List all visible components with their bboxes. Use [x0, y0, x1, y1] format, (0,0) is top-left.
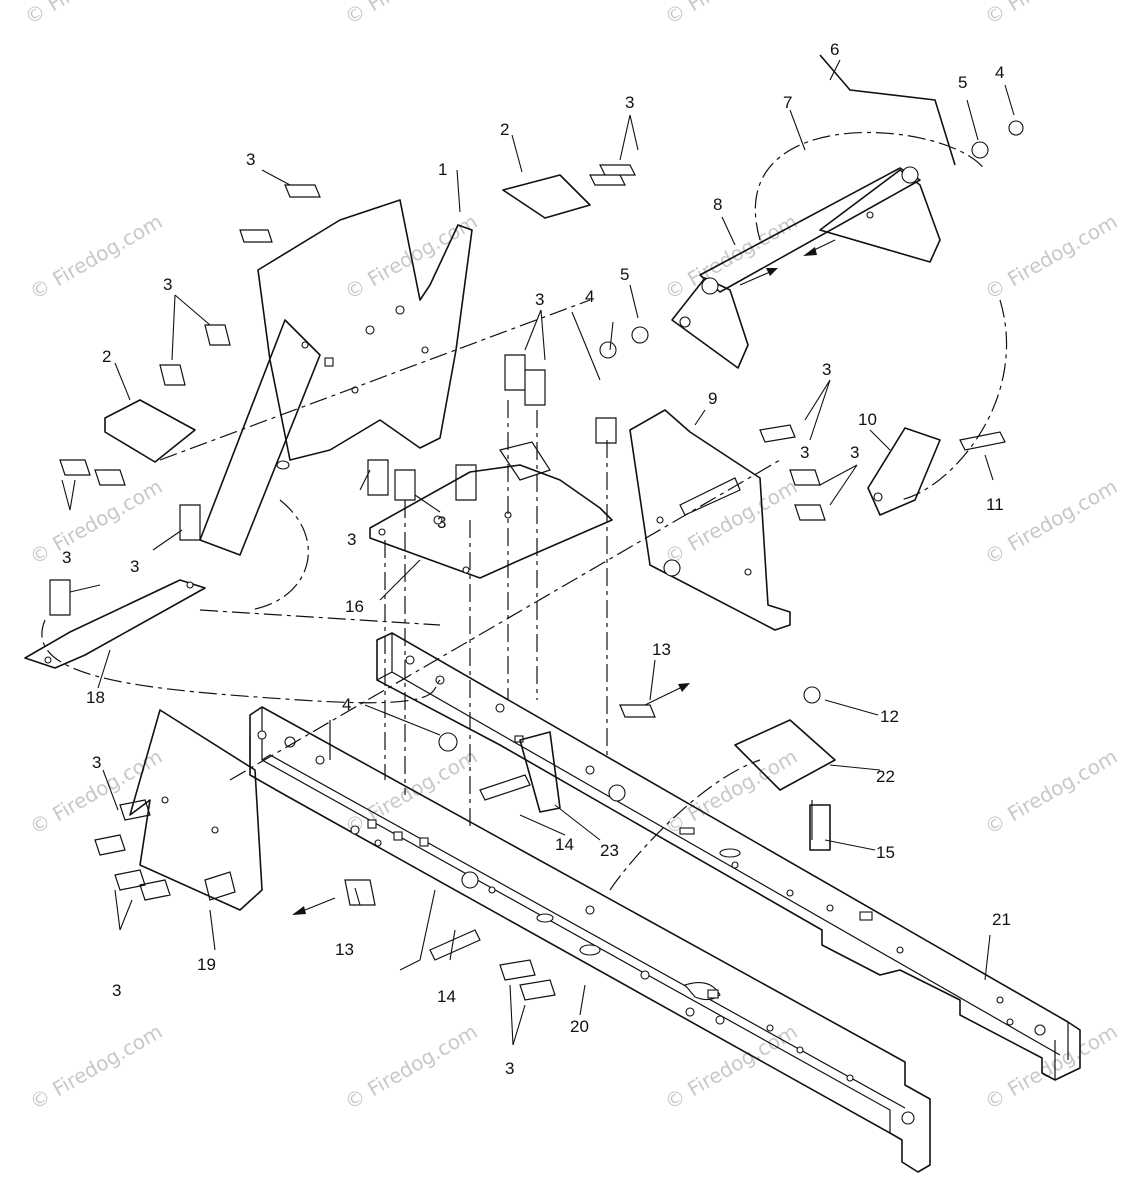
watermark: © Firedog.com: [661, 0, 802, 29]
watermark: © Firedog.com: [981, 1019, 1122, 1114]
callout-3: 3: [246, 150, 255, 169]
callout-8: 8: [713, 195, 722, 214]
watermark: © Firedog.com: [341, 0, 482, 29]
pivot-assembly: [671, 54, 956, 369]
callout-16: 16: [345, 597, 364, 616]
leader-lines: [61, 59, 1015, 1046]
callout-3: 3: [800, 443, 809, 462]
callout-2: 2: [500, 120, 509, 139]
watermark: © Firedog.com: [661, 1019, 802, 1114]
bracket-22: [734, 719, 836, 851]
watermark: © Firedog.com: [981, 0, 1122, 29]
strap-18: [24, 579, 206, 669]
callout-2: 2: [102, 347, 111, 366]
callout-3: 3: [505, 1059, 514, 1078]
fasteners: [49, 120, 1024, 1001]
callout-12: 12: [880, 707, 899, 726]
watermark: © Firedog.com: [981, 474, 1122, 569]
callout-3: 3: [112, 981, 121, 1000]
callout-22: 22: [876, 767, 895, 786]
callout-21: 21: [992, 910, 1011, 929]
callout-5: 5: [958, 73, 967, 92]
bracket-10: [867, 427, 941, 516]
callout-15: 15: [876, 843, 895, 862]
callout-1: 1: [438, 160, 447, 179]
callout-23: 23: [600, 841, 619, 860]
callout-4: 4: [342, 695, 351, 714]
callout-3: 3: [62, 548, 71, 567]
callout-3: 3: [437, 513, 446, 532]
bracket-23: [519, 731, 561, 813]
callout-3: 3: [625, 93, 634, 112]
callout-10: 10: [858, 410, 877, 429]
callout-7: 7: [783, 93, 792, 112]
watermark: © Firedog.com: [341, 1019, 482, 1114]
callout-9: 9: [708, 389, 717, 408]
callout-3: 3: [822, 360, 831, 379]
bracket-2-top: [502, 174, 591, 219]
callouts: 1 2 2 3 3 3 3 3 3 3 3 3 3 3 3 3 3 4 4 4 …: [62, 40, 1011, 1078]
callout-20: 20: [570, 1017, 589, 1036]
hood-bracket: [199, 199, 473, 556]
assembly-lines: [41, 131, 1007, 891]
arrows: [292, 239, 836, 915]
callout-14: 14: [555, 835, 574, 854]
watermark: © Firedog.com: [661, 209, 802, 304]
callout-5: 5: [620, 265, 629, 284]
watermark: © Firedog.com: [26, 209, 167, 304]
watermark: © Firedog.com: [21, 0, 162, 29]
bracket-2-left: [104, 399, 196, 463]
callout-3: 3: [92, 753, 101, 772]
watermark: © Firedog.com: [26, 1019, 167, 1114]
watermark: © Firedog.com: [341, 744, 482, 839]
cross-plate: [369, 441, 613, 579]
watermark: © Firedog.com: [661, 744, 802, 839]
callout-14: 14: [437, 987, 456, 1006]
callout-4: 4: [995, 63, 1004, 82]
callout-18: 18: [86, 688, 105, 707]
callout-3: 3: [130, 557, 139, 576]
callout-3: 3: [163, 275, 172, 294]
callout-6: 6: [830, 40, 839, 59]
callout-3: 3: [850, 443, 859, 462]
watermark: © Firedog.com: [26, 474, 167, 569]
callout-3: 3: [347, 530, 356, 549]
side-plate-19: [129, 709, 263, 911]
callout-3: 3: [535, 290, 544, 309]
callout-4: 4: [585, 287, 594, 306]
watermark: © Firedog.com: [981, 744, 1122, 839]
bracket-9: [629, 409, 791, 631]
callout-13: 13: [652, 640, 671, 659]
callout-13: 13: [335, 940, 354, 959]
watermark: © Firedog.com: [981, 209, 1122, 304]
callout-19: 19: [197, 955, 216, 974]
watermarks: © Firedog.com © Firedog.com © Firedog.co…: [21, 0, 1122, 1114]
callout-11: 11: [986, 495, 1004, 514]
right-frame-rail: [376, 632, 1081, 1081]
